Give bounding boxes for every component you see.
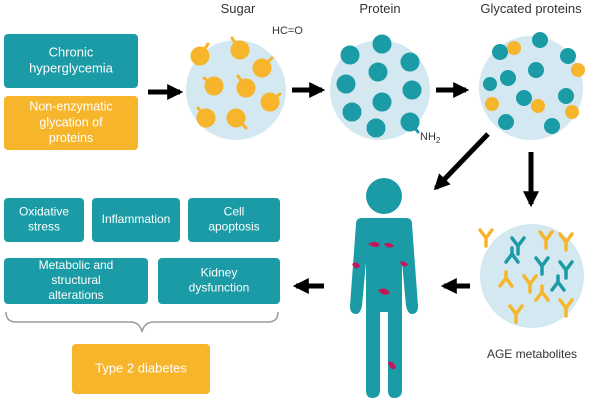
label-line: apoptosis — [208, 220, 259, 234]
label-line: Oxidative — [19, 205, 69, 219]
head — [366, 178, 402, 214]
amine-text: NH — [420, 131, 436, 143]
label-line: structural — [51, 273, 100, 287]
sugar-molecules — [190, 36, 282, 130]
amine-label: NH2 — [420, 131, 441, 145]
label-line: Chronic — [49, 44, 94, 59]
glycated-protein-molecules — [483, 32, 585, 134]
protein-circle — [330, 34, 430, 140]
label-line: Metabolic and — [39, 258, 114, 272]
label-line: proteins — [49, 131, 93, 145]
glycated-proteins-label: Glycated proteins — [480, 1, 582, 16]
inflammation-box: Inflammation — [92, 198, 180, 242]
age-metabolites-label: AGE metabolites — [487, 347, 577, 361]
label-line: Non-enzymatic — [29, 100, 112, 114]
body — [350, 218, 418, 398]
arrow-glycated-to-body — [433, 132, 490, 191]
age-molecules — [478, 228, 574, 324]
label-line: glycation of — [39, 115, 103, 129]
grouping-brace — [5, 311, 279, 333]
protein-molecules — [336, 34, 422, 138]
glycated-proteins-circle — [479, 32, 585, 140]
label-line: hyperglycemia — [29, 61, 114, 76]
sugar-label: Sugar — [221, 1, 256, 16]
amine-subscript: 2 — [436, 136, 441, 145]
age-metabolites-circle — [478, 224, 584, 328]
label-line: stress — [28, 220, 60, 234]
label-line: alterations — [48, 288, 103, 302]
label-line: Cell — [224, 205, 245, 219]
type2-diabetes-box: Type 2 diabetes — [72, 344, 210, 394]
chronic-hyperglycemia-label: Chronic hyperglycemia — [29, 44, 114, 75]
human-figure — [350, 178, 418, 398]
type2-diabetes-label: Type 2 diabetes — [95, 360, 187, 375]
label-line: Kidney — [201, 266, 238, 280]
protein-label: Protein — [359, 1, 400, 16]
inflammation-label: Inflammation — [102, 212, 171, 226]
label-line: dysfunction — [189, 281, 250, 295]
chronic-hyperglycemia-box: Chronic hyperglycemia — [4, 34, 138, 88]
aldehyde-label: HC=O — [272, 25, 303, 37]
damage-spots — [352, 242, 408, 370]
sugar-circle — [186, 36, 286, 140]
